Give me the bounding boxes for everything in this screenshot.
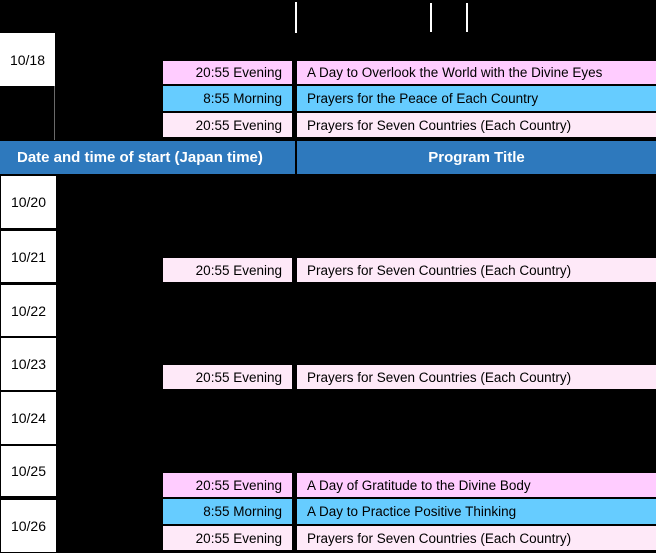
entry-time-cell: 8:55 Morning: [163, 499, 292, 524]
entry-time: 20:55 Evening: [195, 530, 282, 546]
entry-title: A Day of Gratitude to the Divine Body: [307, 477, 531, 493]
entry-title-cell: A Day of Gratitude to the Divine Body: [297, 473, 656, 497]
entry-title-cell: Prayers for Seven Countries (Each Countr…: [297, 113, 656, 137]
date-label: 10/21: [10, 248, 47, 265]
entry-title-cell: Prayers for Seven Countries (Each Countr…: [297, 526, 656, 550]
entry-title: Prayers for Seven Countries (Each Countr…: [307, 117, 572, 133]
entry-title: Prayers for Seven Countries (Each Countr…: [307, 369, 572, 385]
entry-title: Prayers for Seven Countries (Each Countr…: [307, 262, 572, 278]
entry-time: 20:55 Evening: [195, 477, 282, 493]
date-label: 10/18: [9, 51, 46, 68]
date-cell-10-21: 10/21: [1, 231, 56, 282]
date-cell-10-23: 10/23: [1, 338, 56, 390]
entry-time: 20:55 Evening: [195, 262, 282, 278]
entry-time-cell: 20:55 Evening: [163, 113, 292, 137]
date-label: 10/25: [10, 463, 47, 479]
date-label: 10/26: [10, 518, 47, 534]
entry-time-cell: 20:55 Evening: [163, 365, 292, 389]
entry-title-cell: Prayers for Seven Countries (Each Countr…: [297, 258, 656, 282]
date-cell-10-25: 10/25: [1, 446, 56, 496]
entry-time: 8:55 Morning: [203, 504, 282, 519]
empty-cell-border: [54, 86, 55, 140]
date-cell-10-26: 10/26: [1, 500, 56, 552]
date-label: 10/24: [10, 410, 47, 426]
date-label: 10/22: [10, 302, 47, 319]
entry-title: Prayers for the Peace of Each Country: [307, 91, 539, 106]
date-cell-10-22: 10/22: [1, 285, 56, 336]
entry-time: 20:55 Evening: [195, 117, 282, 133]
entry-title-cell: A Day to Practice Positive Thinking: [297, 499, 656, 524]
cell-border-remnant-line: [430, 3, 432, 32]
header-program-title-column: Program Title: [297, 141, 656, 174]
entry-title: Prayers for Seven Countries (Each Countr…: [307, 530, 572, 546]
date-cell-10-24: 10/24: [1, 392, 56, 444]
header-datetime-label: Date and time of start (Japan time): [17, 149, 263, 166]
entry-time-cell: 8:55 Morning: [163, 86, 292, 111]
entry-time-cell: 20:55 Evening: [163, 258, 292, 282]
cell-border-remnant-line: [295, 2, 297, 33]
entry-time-cell: 20:55 Evening: [163, 526, 292, 550]
date-label: 10/20: [10, 194, 47, 210]
entry-time: 20:55 Evening: [195, 65, 282, 80]
header-datetime-column: Date and time of start (Japan time): [0, 141, 295, 174]
entry-time: 8:55 Morning: [203, 91, 282, 106]
date-cell-10-18: 10/18: [0, 33, 55, 86]
entry-title-cell: Prayers for the Peace of Each Country: [297, 86, 656, 111]
header-program-title-label: Program Title: [428, 149, 525, 166]
entry-title: A Day to Practice Positive Thinking: [307, 504, 517, 519]
entry-title-cell: Prayers for Seven Countries (Each Countr…: [297, 365, 656, 389]
date-cell-10-20: 10/20: [1, 176, 56, 228]
entry-title-cell: A Day to Overlook the World with the Div…: [297, 61, 656, 84]
date-label: 10/23: [10, 356, 47, 372]
entry-title: A Day to Overlook the World with the Div…: [307, 65, 603, 80]
entry-time-cell: 20:55 Evening: [163, 473, 292, 497]
cell-border-remnant-line: [466, 3, 468, 32]
entry-time: 20:55 Evening: [195, 369, 282, 385]
entry-time-cell: 20:55 Evening: [163, 61, 292, 84]
